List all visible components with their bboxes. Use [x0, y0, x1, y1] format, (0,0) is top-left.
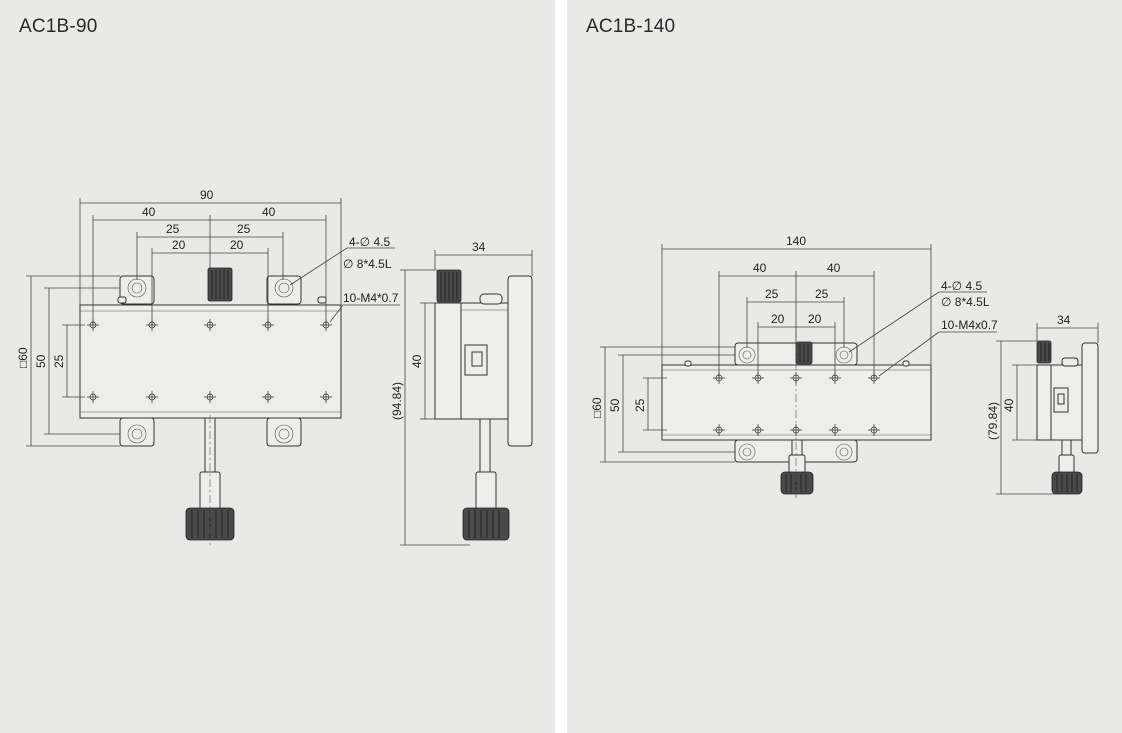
mount-tab — [266, 275, 302, 305]
note-holes: 4-∅ 4.5 — [349, 235, 390, 249]
dim-pitch-25-left: 25 — [166, 222, 180, 236]
panel-title: AC1B-90 — [19, 16, 98, 37]
dim-square-60: □60 — [590, 397, 604, 418]
dim-side-34: 34 — [1057, 313, 1071, 327]
callouts: 4-∅ 4.5 ∅ 8*4.5L 10-M4*0.7 — [289, 235, 400, 323]
note-counterbore: ∅ 8*4.5L — [941, 295, 990, 309]
bottom-knob — [780, 471, 814, 495]
dim-side-34: 34 — [472, 240, 486, 254]
drawing-panel-ac1b-90: AC1B-90 — [0, 0, 555, 733]
note-holes: 4-∅ 4.5 — [941, 279, 982, 293]
stage-body — [79, 304, 342, 419]
dim-pitch-25-right: 25 — [237, 222, 251, 236]
dim-side-40: 40 — [1002, 398, 1016, 412]
side-view: 34 40 (79.84) — [986, 313, 1099, 495]
dim-height-25: 25 — [52, 354, 66, 368]
note-counterbore: ∅ 8*4.5L — [343, 257, 392, 271]
dim-pitch-20-left: 20 — [771, 312, 785, 326]
side-body — [434, 302, 462, 420]
dim-overall: 140 — [786, 234, 806, 248]
stage-body — [661, 364, 932, 441]
dim-pitch-40-right: 40 — [262, 205, 276, 219]
dim-pitch-20-left: 20 — [172, 238, 186, 252]
panel-title: AC1B-140 — [586, 16, 676, 37]
dim-square-60: □60 — [16, 347, 30, 368]
dim-pitch-40-left: 40 — [142, 205, 156, 219]
technical-drawing: 90 40 40 25 25 20 20 □60 50 25 — [16, 188, 533, 546]
callouts: 4-∅ 4.5 ∅ 8*4.5L 10-M4x0.7 — [848, 279, 998, 377]
mount-tab — [266, 417, 302, 447]
dim-height-25: 25 — [633, 398, 647, 412]
dim-overall: 90 — [200, 188, 214, 202]
dim-pitch-40-left: 40 — [753, 261, 767, 275]
dim-height-50: 50 — [608, 398, 622, 412]
side-plate — [507, 275, 533, 447]
side-bottom-knob — [462, 507, 510, 541]
side-knob — [1036, 340, 1052, 364]
mount-tab — [119, 417, 155, 447]
horizontal-dimensions: 140 40 40 25 25 20 20 — [661, 234, 932, 378]
vertical-dimensions: □60 50 25 — [16, 275, 120, 447]
drawing-panel-ac1b-140: AC1B-140 — [567, 0, 1122, 733]
tapped-hole-grid — [87, 319, 332, 403]
vertical-dimensions: □60 50 25 — [590, 346, 735, 463]
note-tapped: 10-M4*0.7 — [343, 291, 399, 305]
dim-pitch-25-left: 25 — [765, 287, 779, 301]
side-body — [1036, 364, 1052, 441]
dim-side-40: 40 — [410, 354, 424, 368]
tapped-hole-grid — [713, 372, 880, 436]
note-tapped: 10-M4x0.7 — [941, 318, 998, 332]
top-view — [661, 330, 932, 500]
dim-pitch-25-right: 25 — [815, 287, 829, 301]
dim-side-height: (94.84) — [390, 382, 404, 420]
side-view: 34 40 (94.84) — [390, 240, 533, 546]
dim-side-height: (79.84) — [986, 402, 1000, 440]
dim-pitch-40-right: 40 — [827, 261, 841, 275]
dim-pitch-20-right: 20 — [230, 238, 244, 252]
dim-pitch-20-right: 20 — [808, 312, 822, 326]
side-plate — [1081, 342, 1099, 454]
dim-height-50: 50 — [34, 354, 48, 368]
technical-drawing: 140 40 40 25 25 20 20 □60 50 25 — [590, 234, 1099, 500]
top-view — [79, 267, 342, 545]
horizontal-dimensions: 90 40 40 25 25 20 20 — [79, 188, 342, 325]
